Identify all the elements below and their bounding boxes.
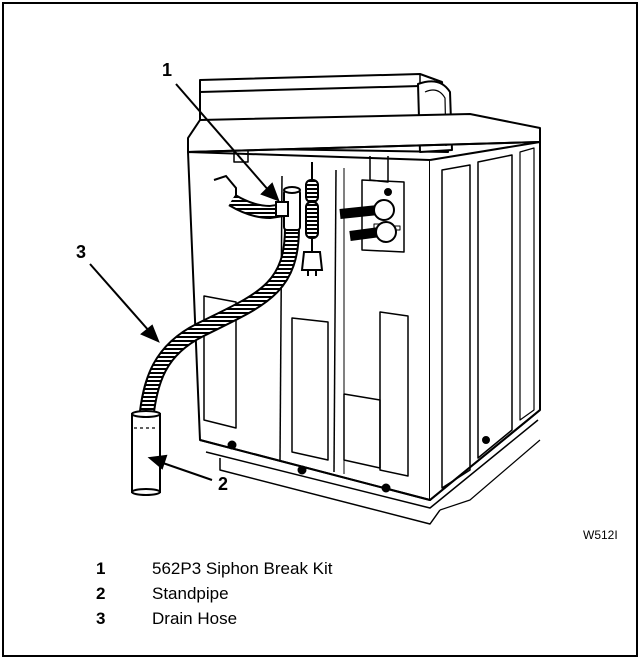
power-cord xyxy=(300,162,324,276)
legend-label: Standpipe xyxy=(152,583,229,603)
figure-code: W512I xyxy=(583,528,618,542)
callout-arrows xyxy=(89,83,280,481)
legend-row-1: 1 562P3 Siphon Break Kit xyxy=(96,556,333,581)
legend-number: 1 xyxy=(96,558,106,578)
inlet-hoses xyxy=(339,199,397,243)
legend-number: 2 xyxy=(96,583,106,603)
callout-1-number: 1 xyxy=(162,60,172,80)
siphon-break-kit xyxy=(275,186,301,231)
drain-hose xyxy=(138,174,300,421)
callout-legend: 1 562P3 Siphon Break Kit 2 Standpipe 3 D… xyxy=(96,556,333,631)
standpipe xyxy=(131,410,161,496)
legend-number: 3 xyxy=(96,608,106,628)
callout-2-number: 2 xyxy=(218,474,228,494)
legend-row-2: 2 Standpipe xyxy=(96,581,333,606)
callout-3-number: 3 xyxy=(76,242,86,262)
washer-cabinet xyxy=(187,73,541,525)
legend-row-3: 3 Drain Hose xyxy=(96,606,333,631)
legend-label: Drain Hose xyxy=(152,608,238,628)
legend-label: 562P3 Siphon Break Kit xyxy=(152,558,333,578)
